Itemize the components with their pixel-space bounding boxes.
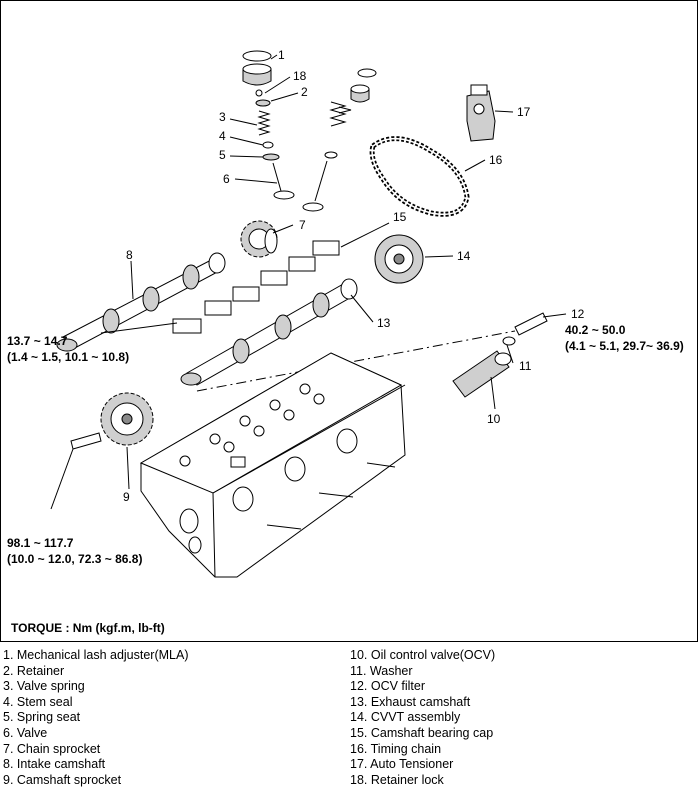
legend-item: 7. Chain sprocket — [3, 741, 101, 756]
camshaft-bearing-caps — [172, 240, 340, 334]
callout-17: 17 — [517, 105, 531, 119]
torque-specs: 40.2 ~ 50.0 (4.1 ~ 5.1, 29.7~ 36.9) 13.7… — [7, 323, 684, 566]
callout-18: 18 — [293, 69, 307, 83]
torque-bearing-cap-nm: 13.7 ~ 14.7 — [7, 334, 68, 348]
retainer-lock — [255, 89, 263, 97]
legend-item: 3. Valve spring — [3, 679, 85, 694]
callout-5: 5 — [219, 148, 226, 162]
legend-item: 11. Washer — [350, 663, 413, 678]
torque-sprocket-bolt-alt: (10.0 ~ 12.0, 72.3 ~ 86.8) — [7, 552, 142, 566]
callout-4: 4 — [219, 129, 226, 143]
callout-15: 15 — [393, 210, 407, 224]
stem-seal — [262, 141, 274, 149]
torque-ocv-filter-alt: (4.1 ~ 5.1, 29.7~ 36.9) — [565, 339, 684, 353]
callout-6: 6 — [223, 172, 230, 186]
legend-item: 9. Camshaft sprocket — [3, 772, 122, 787]
callout-numbers: 1 18 2 3 4 5 6 7 8 9 10 11 12 13 14 15 1… — [123, 48, 585, 504]
legend-item: 18. Retainer lock — [350, 772, 444, 787]
legend-item: 10. Oil control valve(OCV) — [350, 648, 496, 662]
mla-ring — [242, 50, 272, 62]
legend-column-right: 10. Oil control valve(OCV) 11. Washer 12… — [350, 648, 495, 788]
chain-sprocket — [240, 220, 278, 258]
legend-item: 1. Mechanical lash adjuster(MLA) — [3, 648, 189, 662]
diagram-frame: 1 18 2 3 4 5 6 7 8 9 10 11 12 13 14 15 1… — [0, 0, 698, 642]
legend-item: 4. Stem seal — [3, 694, 73, 709]
washer — [502, 336, 516, 346]
oil-control-valve — [452, 350, 510, 398]
callout-12: 12 — [571, 307, 585, 321]
callout-8: 8 — [126, 248, 133, 262]
valve-train-right — [302, 68, 377, 212]
timing-chain — [369, 136, 470, 217]
legend-item: 15. Camshaft bearing cap — [350, 725, 494, 740]
legend-item: 6. Valve — [3, 725, 48, 740]
legend-column-left: 1. Mechanical lash adjuster(MLA) 2. Reta… — [3, 648, 189, 788]
legend-item: 13. Exhaust camshaft — [350, 694, 471, 709]
torque-ocv-filter-nm: 40.2 ~ 50.0 — [565, 323, 626, 337]
legend-item: 14. CVVT assembly — [350, 710, 461, 725]
torque-sprocket-bolt-nm: 98.1 ~ 117.7 — [7, 536, 74, 550]
auto-tensioner — [466, 84, 496, 142]
camshaft-sprocket — [70, 392, 154, 450]
valve-head — [273, 190, 295, 200]
valve-stem — [272, 162, 282, 192]
retainer — [255, 99, 271, 107]
legend-item: 12. OCV filter — [350, 679, 426, 694]
callout-2: 2 — [301, 85, 308, 99]
valve-train-left — [242, 50, 295, 200]
legend-item: 8. Intake camshaft — [3, 757, 106, 772]
callout-9: 9 — [123, 490, 130, 504]
cvvt-assembly — [374, 234, 424, 284]
torque-caption: TORQUE : Nm (kgf.m, lb-ft) — [11, 621, 165, 635]
callout-13: 13 — [377, 316, 391, 330]
legend-item: 17. Auto Tensioner — [350, 757, 454, 772]
ocv-filter — [514, 312, 548, 336]
cylinder-head — [139, 352, 406, 578]
exploded-view-diagram: 1 18 2 3 4 5 6 7 8 9 10 11 12 13 14 15 1… — [7, 48, 684, 578]
spring-seat — [262, 153, 280, 161]
parts-legend: 1. Mechanical lash adjuster(MLA) 2. Reta… — [0, 646, 700, 790]
ocv-parts — [196, 312, 548, 398]
callout-3: 3 — [219, 110, 226, 124]
callout-10: 10 — [487, 412, 501, 426]
callout-11: 11 — [519, 359, 532, 373]
legend-item: 5. Spring seat — [3, 710, 81, 725]
exhaust-camshaft — [180, 278, 358, 386]
legend-item: 16. Timing chain — [350, 741, 442, 756]
callout-7: 7 — [299, 218, 306, 232]
legend-item: 2. Retainer — [3, 663, 65, 678]
torque-bearing-cap-alt: (1.4 ~ 1.5, 10.1 ~ 10.8) — [7, 350, 129, 364]
callout-16: 16 — [489, 153, 503, 167]
intake-camshaft — [56, 252, 226, 352]
sprocket-bolt — [70, 432, 102, 450]
callout-14: 14 — [457, 249, 471, 263]
leader-lines — [50, 54, 567, 510]
valve-spring — [257, 110, 271, 136]
callout-1: 1 — [278, 48, 285, 62]
